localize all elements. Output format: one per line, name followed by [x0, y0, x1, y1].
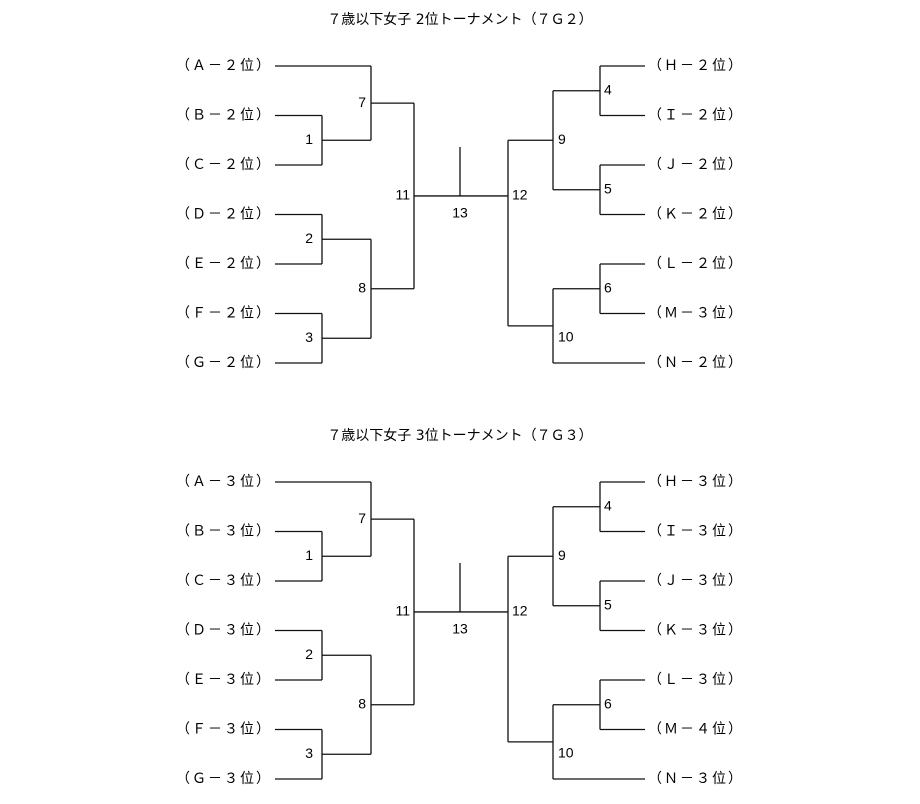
- right-entry: （Ｉ－３位）: [648, 524, 744, 540]
- right-entry: （Ｋ－３位）: [648, 623, 744, 639]
- match-number-11: 11: [395, 187, 410, 203]
- right-entry: （Ｊ－３位）: [648, 573, 744, 589]
- left-entry: （Ｅ－２位）: [176, 256, 272, 272]
- left-entry: （Ｇ－２位）: [176, 355, 272, 371]
- right-entry: （Ｌ－３位）: [648, 672, 744, 688]
- match-number-12: 12: [512, 603, 528, 619]
- left-entry: （Ｄ－３位）: [176, 623, 272, 639]
- right-entry: （Ｈ－２位）: [648, 58, 744, 74]
- right-entry: （Ｎ－３位）: [648, 771, 744, 787]
- right-entry: （Ｍ－３位）: [648, 306, 744, 322]
- left-entry: （Ｃ－３位）: [176, 573, 272, 589]
- match-number-2: 2: [305, 230, 313, 246]
- left-entry: （Ａ－２位）: [176, 58, 272, 74]
- left-entry: （Ｇ－３位）: [176, 771, 272, 787]
- match-number-6: 6: [604, 279, 612, 295]
- match-number-1: 1: [305, 547, 313, 563]
- match-number-12: 12: [512, 187, 528, 203]
- match-number-11: 11: [395, 603, 410, 619]
- left-entry: （Ｂ－３位）: [176, 524, 272, 540]
- match-number-8: 8: [358, 695, 366, 711]
- left-entry: （Ｆ－３位）: [176, 722, 272, 738]
- match-number-13: 13: [452, 621, 468, 637]
- match-number-7: 7: [358, 510, 366, 526]
- match-number-10: 10: [558, 745, 574, 761]
- bracket-2: ７歳以下女子 3位トーナメント（７Ｇ３） （Ａ－３位） （Ｂ－３位） （Ｃ－３位） （Ｄ…: [176, 427, 744, 787]
- match-number-4: 4: [604, 497, 612, 513]
- match-number-3: 3: [305, 329, 313, 345]
- match-number-9: 9: [558, 131, 566, 147]
- left-entry: （Ｅ－３位）: [176, 672, 272, 688]
- left-entry: （Ｆ－２位）: [176, 306, 272, 322]
- right-entry: （Ｊ－２位）: [648, 157, 744, 173]
- bracket-1: ７歳以下女子 2位トーナメント（７Ｇ２） （Ａ－２位） （Ｂ－２位） （Ｃ－２位） （Ｄ…: [176, 11, 744, 371]
- match-number-5: 5: [604, 180, 612, 196]
- right-entry: （Ｌ－２位）: [648, 256, 744, 272]
- left-entry: （Ｃ－２位）: [176, 157, 272, 173]
- match-number-4: 4: [604, 81, 612, 97]
- match-number-13: 13: [452, 205, 468, 221]
- match-number-6: 6: [604, 695, 612, 711]
- bracket-title: ７歳以下女子 3位トーナメント（７Ｇ３）: [327, 427, 592, 444]
- match-number-1: 1: [305, 131, 313, 147]
- right-entry: （Ｉ－２位）: [648, 108, 744, 124]
- right-entry: （Ｈ－３位）: [648, 474, 744, 490]
- match-number-8: 8: [358, 279, 366, 295]
- bracket-title: ７歳以下女子 2位トーナメント（７Ｇ２）: [327, 11, 592, 28]
- match-number-10: 10: [558, 329, 574, 345]
- match-number-5: 5: [604, 596, 612, 612]
- right-entry: （Ｋ－２位）: [648, 207, 744, 223]
- left-entry: （Ａ－３位）: [176, 474, 272, 490]
- match-number-3: 3: [305, 745, 313, 761]
- match-number-2: 2: [305, 646, 313, 662]
- match-number-9: 9: [558, 547, 566, 563]
- right-entry: （Ｍ－４位）: [648, 722, 744, 738]
- match-number-7: 7: [358, 94, 366, 110]
- left-entry: （Ｄ－２位）: [176, 207, 272, 223]
- right-entry: （Ｎ－２位）: [648, 355, 744, 371]
- left-entry: （Ｂ－２位）: [176, 108, 272, 124]
